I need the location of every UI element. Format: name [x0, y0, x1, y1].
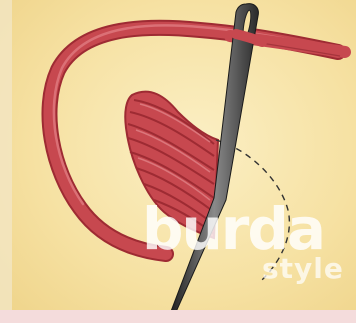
bottom-band	[0, 310, 356, 323]
left-edge-band	[0, 0, 12, 323]
